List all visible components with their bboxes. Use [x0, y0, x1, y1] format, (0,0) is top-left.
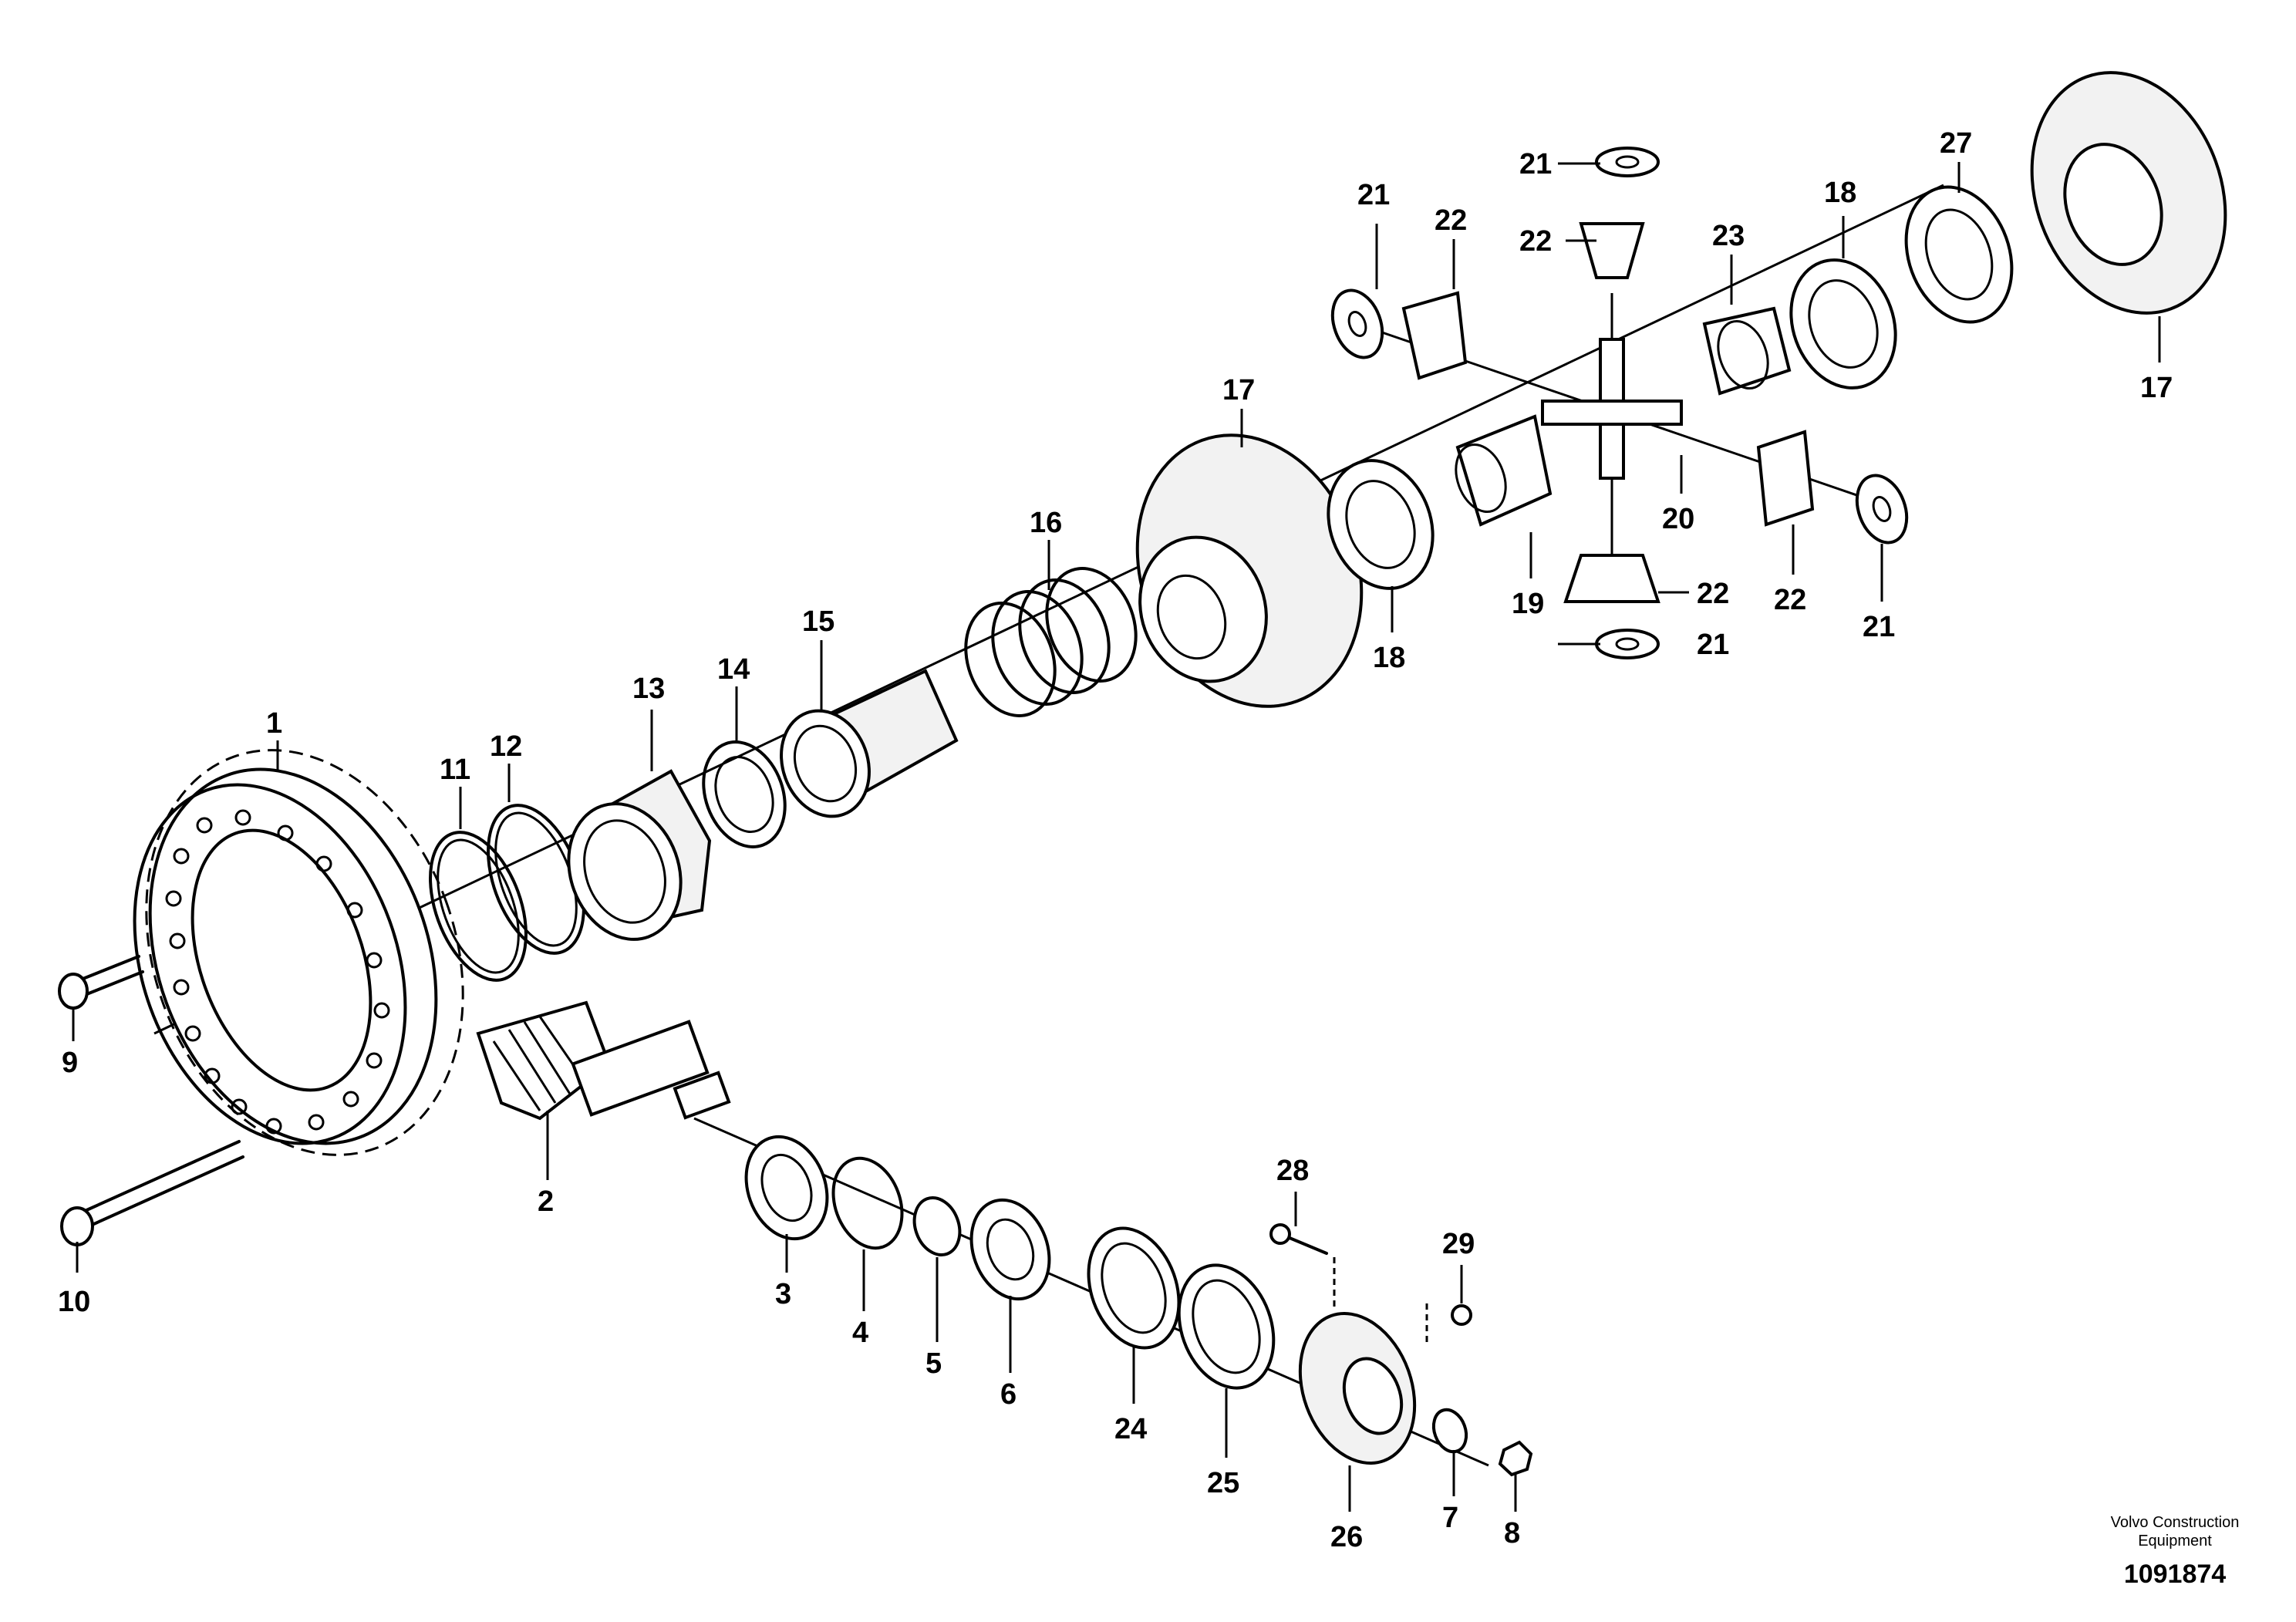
o-ring-11: [429, 831, 528, 982]
pinion-gear-22-bottom: [1563, 554, 1660, 603]
callout-15: 15: [802, 605, 834, 638]
bearing-6: [969, 1198, 1051, 1301]
washer-21-bottom: [1595, 629, 1660, 659]
tab-washer-18-left: [1327, 459, 1435, 590]
differential-case-right: [2030, 71, 2227, 315]
flange-26: [1298, 1312, 1417, 1465]
document-number: 1091874: [2124, 1560, 2226, 1589]
callout-21-left: 21: [1357, 179, 1390, 211]
bearing-13: [567, 769, 712, 941]
callout-18-right: 18: [1824, 177, 1856, 209]
brand-block: Volvo Construction Equipment 1091874: [2111, 1514, 2240, 1589]
callout-28: 28: [1276, 1155, 1309, 1187]
washer-21-right: [1855, 474, 1909, 545]
callout-18-left: 18: [1373, 642, 1405, 674]
spacer-5: [912, 1196, 962, 1256]
callout-17-left: 17: [1222, 374, 1255, 406]
bolt-long: [60, 1140, 244, 1246]
callout-11: 11: [440, 754, 470, 786]
callout-20: 20: [1662, 503, 1694, 535]
callout-2: 2: [538, 1185, 554, 1218]
callout-22-top: 22: [1519, 225, 1552, 258]
callout-27: 27: [1940, 127, 1972, 160]
callout-29: 29: [1442, 1228, 1475, 1260]
callout-22-bottom: 22: [1697, 578, 1729, 610]
pinion-gear-22-top: [1579, 222, 1645, 279]
callout-1: 1: [266, 707, 282, 740]
crown-gear: [133, 749, 464, 1156]
side-gear-23: [1702, 306, 1792, 396]
pinion-gear-22-left: [1401, 291, 1468, 380]
pinion-gear-22-right: [1756, 430, 1815, 527]
brand-line-2: Equipment: [2138, 1533, 2212, 1549]
seal-25: [1177, 1263, 1276, 1390]
callout-13: 13: [632, 673, 665, 705]
callout-17-right: 17: [2140, 372, 2173, 404]
leader-lines: [72, 162, 2161, 1512]
brand-line-1: Volvo Construction: [2111, 1514, 2240, 1531]
bolt-short: [58, 955, 144, 1010]
callout-25: 25: [1207, 1467, 1239, 1499]
callout-24: 24: [1114, 1413, 1147, 1445]
nut-8: [1498, 1440, 1533, 1477]
tab-washer-18-right: [1789, 258, 1897, 389]
crown-gear-bolt-holes: [165, 809, 390, 1135]
callout-4: 4: [852, 1317, 868, 1349]
bolt-28: [1269, 1223, 1336, 1311]
callout-12: 12: [490, 730, 522, 763]
callout-21-top: 21: [1519, 148, 1552, 180]
callout-10: 10: [58, 1286, 90, 1318]
callout-9: 9: [62, 1047, 78, 1079]
callout-7: 7: [1442, 1502, 1458, 1534]
bearing-3: [744, 1135, 829, 1241]
callout-5: 5: [925, 1347, 942, 1380]
ring-4: [831, 1156, 904, 1250]
callout-22-left: 22: [1435, 204, 1467, 237]
pinion-shaft: [476, 1000, 731, 1121]
callout-26: 26: [1330, 1521, 1363, 1553]
callout-8: 8: [1504, 1517, 1520, 1549]
seal-24: [1087, 1226, 1181, 1350]
washer-21-left: [1330, 288, 1384, 359]
washer-21-top: [1595, 147, 1660, 177]
bearing-27: [1904, 185, 2014, 324]
differential-case-left: [1135, 433, 1364, 708]
callout-22-right: 22: [1774, 584, 1806, 616]
callout-19: 19: [1512, 588, 1544, 620]
side-gear-19: [1455, 414, 1553, 527]
callout-3: 3: [775, 1278, 791, 1310]
callout-21-right: 21: [1863, 611, 1895, 643]
callout-23: 23: [1712, 220, 1745, 252]
washer-7: [1431, 1408, 1468, 1454]
callout-labels: 1 2 3 4 5 6 7 8 9 10 11 12 13 14 15 16 1…: [58, 127, 2173, 1553]
callout-16: 16: [1030, 507, 1062, 539]
callout-14: 14: [717, 653, 750, 686]
thrust-washer-14: [702, 740, 787, 848]
ring-pack-16: [964, 567, 1138, 717]
splined-hub-15: [780, 669, 959, 818]
callout-6: 6: [1000, 1378, 1017, 1411]
callout-21-bottom: 21: [1697, 629, 1729, 661]
spider-cross-20: [1541, 338, 1683, 480]
nut-29: [1425, 1303, 1472, 1342]
